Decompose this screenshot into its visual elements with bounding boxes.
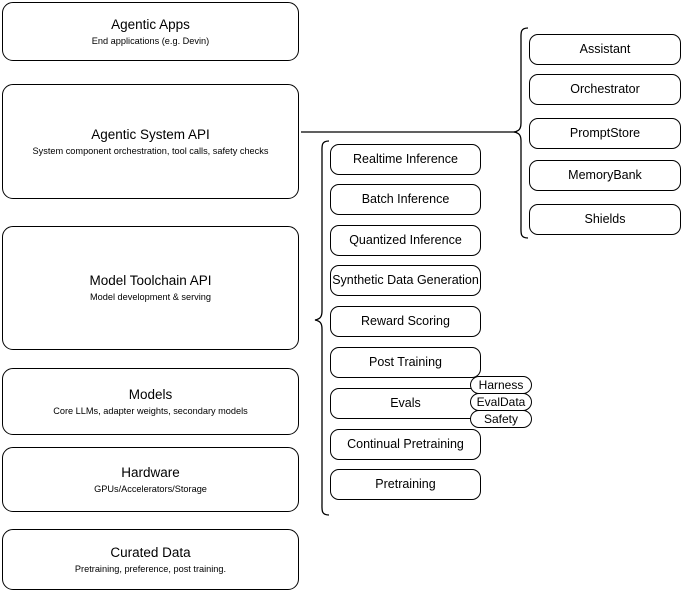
component-label: MemoryBank: [568, 168, 642, 182]
component-label: Orchestrator: [570, 82, 640, 96]
system-component-assistant[interactable]: Assistant: [529, 34, 681, 65]
toolchain-component-pretraining[interactable]: Pretraining: [330, 469, 481, 500]
component-label: Shields: [584, 212, 626, 226]
evals-subcomponent-harness[interactable]: Harness: [470, 376, 532, 394]
layer-title: Hardware: [121, 464, 180, 480]
layer-subtitle: Model development & serving: [89, 292, 212, 302]
subcomponent-label: Safety: [483, 412, 519, 426]
stack-layer-curated-data[interactable]: Curated Data Pretraining, preference, po…: [2, 529, 299, 590]
component-label: Realtime Inference: [353, 152, 458, 166]
component-label: Reward Scoring: [361, 314, 450, 328]
system-component-orchestrator[interactable]: Orchestrator: [529, 74, 681, 105]
layer-subtitle: System component orchestration, tool cal…: [32, 145, 269, 156]
component-label: Pretraining: [375, 477, 436, 491]
component-label: Post Training: [369, 355, 442, 369]
system-component-memorybank[interactable]: MemoryBank: [529, 160, 681, 191]
toolchain-component-post-training[interactable]: Post Training: [330, 347, 481, 378]
toolchain-component-realtime-inference[interactable]: Realtime Inference: [330, 144, 481, 175]
stack-layer-hardware[interactable]: Hardware GPUs/Accelerators/Storage: [2, 447, 299, 512]
layer-subtitle: End applications (e.g. Devin): [91, 35, 210, 46]
toolchain-component-evals[interactable]: Evals: [330, 388, 481, 419]
layer-title: Agentic Apps: [111, 16, 190, 32]
component-label: Quantized Inference: [349, 233, 462, 247]
layer-subtitle: Core LLMs, adapter weights, secondary mo…: [53, 405, 248, 416]
layer-subtitle: GPUs/Accelerators/Storage: [94, 483, 207, 494]
stack-layer-models[interactable]: Models Core LLMs, adapter weights, secon…: [2, 368, 299, 435]
stack-layer-model-toolchain-api[interactable]: Model Toolchain API Model development & …: [2, 226, 299, 350]
layer-title: Curated Data: [110, 544, 191, 560]
layer-title: Model Toolchain API: [89, 273, 212, 288]
stack-layer-agentic-system-api[interactable]: Agentic System API System component orch…: [2, 84, 299, 199]
component-label: Synthetic Data Generation: [332, 273, 479, 287]
component-label: Continual Pretraining: [347, 437, 464, 451]
component-label: Batch Inference: [361, 192, 450, 206]
system-component-shields[interactable]: Shields: [529, 204, 681, 235]
brace-toolchain-components: [314, 140, 330, 516]
subcomponent-label: Harness: [478, 378, 524, 392]
evals-subcomponent-safety[interactable]: Safety: [470, 410, 532, 428]
system-component-promptstore[interactable]: PromptStore: [529, 118, 681, 149]
toolchain-component-batch-inference[interactable]: Batch Inference: [330, 184, 481, 215]
subcomponent-label: EvalData: [476, 395, 526, 409]
brace-system-components: [513, 27, 529, 239]
toolchain-component-continual-pretraining[interactable]: Continual Pretraining: [330, 429, 481, 460]
toolchain-component-quantized-inference[interactable]: Quantized Inference: [330, 225, 481, 256]
layer-subtitle: Pretraining, preference, post training.: [74, 563, 227, 574]
layer-title: Models: [128, 386, 173, 402]
stack-layer-agentic-apps[interactable]: Agentic Apps End applications (e.g. Devi…: [2, 2, 299, 61]
layer-title: Agentic System API: [91, 126, 210, 142]
component-label: PromptStore: [569, 126, 641, 140]
evals-subcomponent-evaldata[interactable]: EvalData: [470, 393, 532, 411]
toolchain-component-synthetic-data-generation[interactable]: Synthetic Data Generation: [330, 265, 481, 296]
component-label: Assistant: [579, 42, 631, 56]
toolchain-component-reward-scoring[interactable]: Reward Scoring: [330, 306, 481, 337]
component-label: Evals: [390, 396, 421, 410]
